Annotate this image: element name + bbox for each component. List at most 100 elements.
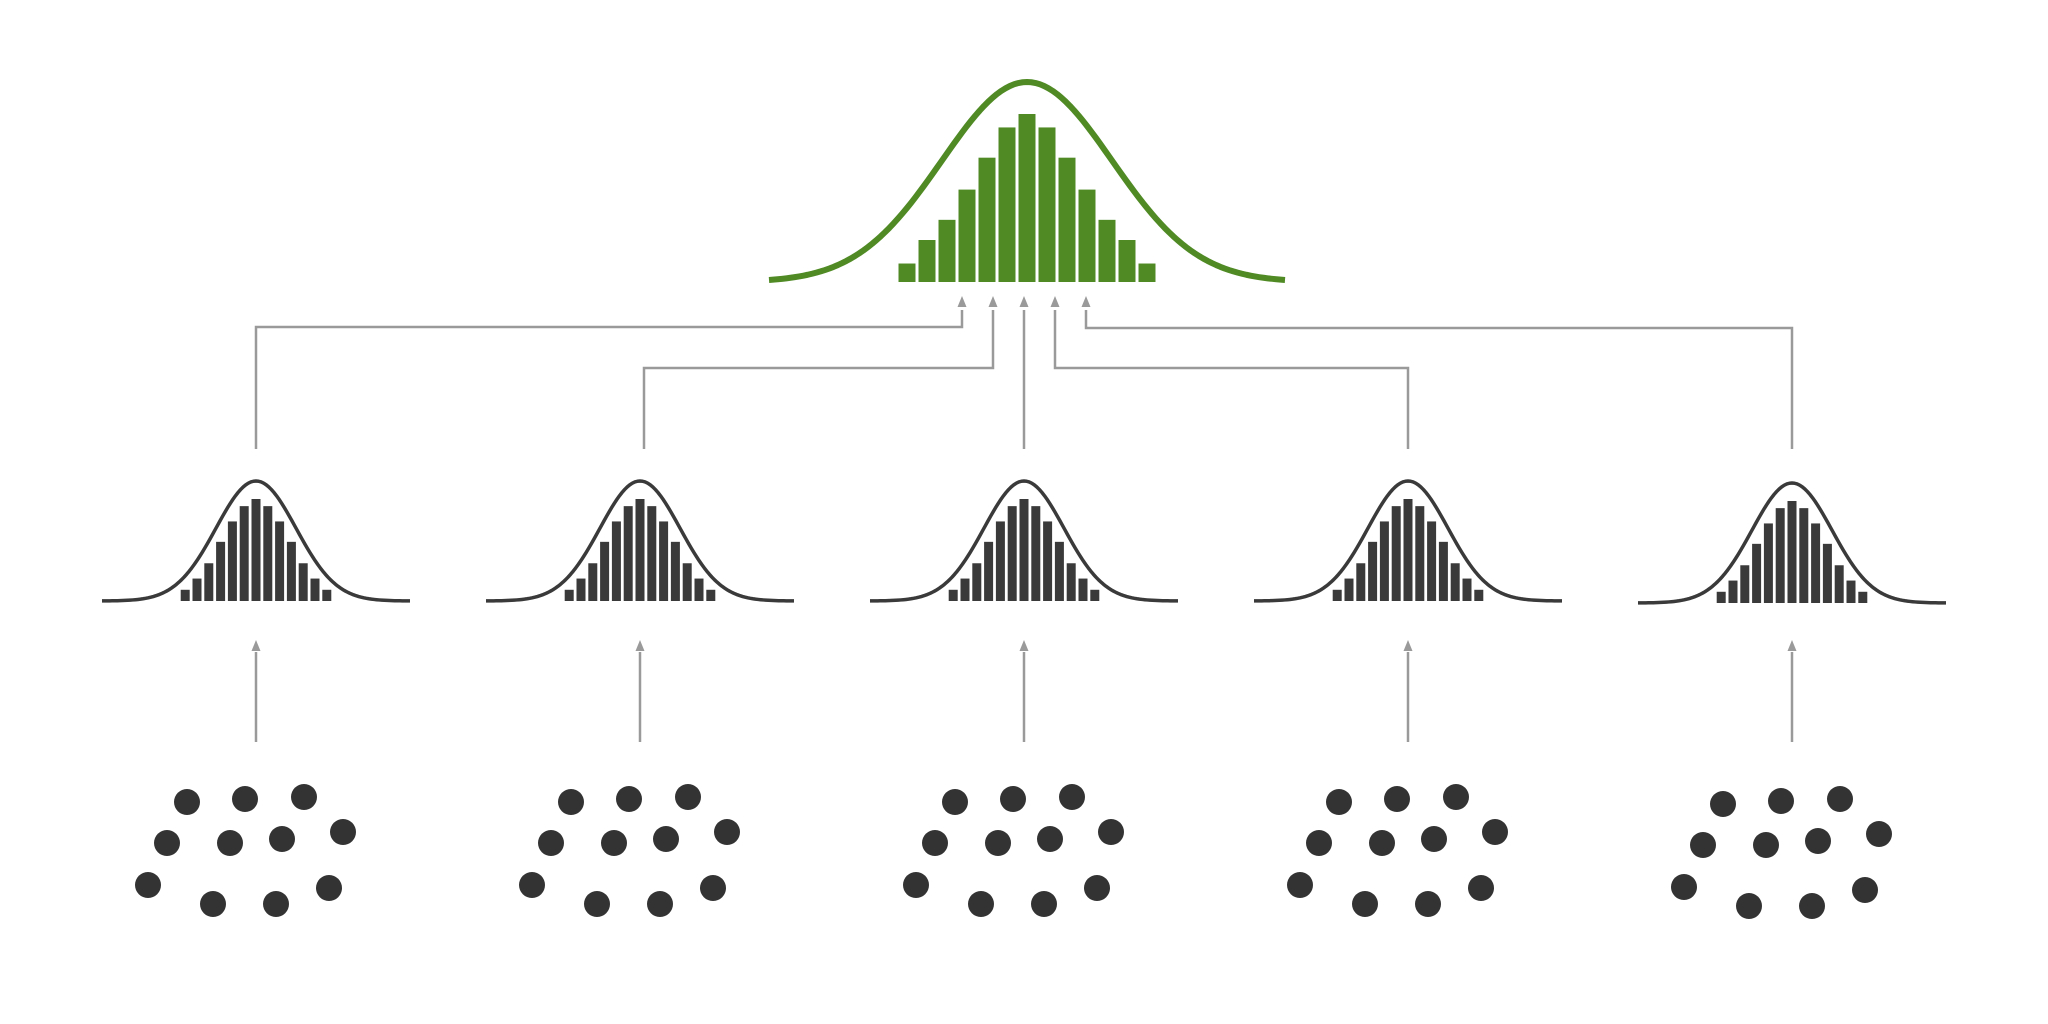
- group-histogram-bar: [1763, 523, 1773, 603]
- group-histogram-bar: [588, 563, 598, 601]
- sample-cluster-5: [1671, 786, 1892, 919]
- group-histogram-bar: [1007, 506, 1017, 601]
- arrowhead-icon: [1081, 296, 1091, 307]
- connector-line: [1053, 310, 1410, 449]
- aggregate-histogram-bar: [1058, 157, 1076, 282]
- sample-dot-icon: [1827, 786, 1853, 812]
- group-distribution-5: [1637, 481, 1947, 605]
- aggregate-histogram-bar: [1098, 219, 1116, 282]
- sample-cluster-2: [519, 784, 740, 917]
- sample-dot-icon: [1326, 789, 1352, 815]
- group-histogram-bar: [1858, 591, 1868, 603]
- aggregate-histogram-bar: [1078, 189, 1096, 282]
- group-histogram-bar: [216, 541, 226, 601]
- aggregate-histogram-bar: [1018, 114, 1036, 282]
- group-distribution-1: [101, 479, 411, 603]
- group-histogram-bar: [682, 563, 692, 601]
- group-histogram-bar: [1438, 541, 1448, 601]
- sample-dot-icon: [291, 784, 317, 810]
- group-histogram-bar: [1427, 521, 1437, 601]
- group-histogram-bar: [1846, 580, 1856, 603]
- group-bell-curve: [869, 479, 1179, 603]
- sample-dot-icon: [647, 891, 673, 917]
- group-histogram-bar: [1834, 565, 1844, 603]
- sample-dot-icon: [1031, 891, 1057, 917]
- group-histogram-bar: [1356, 563, 1366, 601]
- group-histogram-bar: [1031, 506, 1041, 601]
- group-histogram-bar: [204, 563, 214, 601]
- group-histogram-bar: [298, 563, 308, 601]
- group-histogram-bar: [564, 589, 574, 601]
- sample-dot-icon: [714, 819, 740, 845]
- sample-dot-icon: [1852, 877, 1878, 903]
- group-histogram-bar: [286, 541, 296, 601]
- aggregate-distribution: [768, 79, 1286, 283]
- sample-dot-icon: [1384, 786, 1410, 812]
- group-histogram-bar: [635, 499, 645, 601]
- sample-dot-icon: [200, 891, 226, 917]
- group-histogram-bar: [1728, 580, 1738, 603]
- group-histogram-bar: [1811, 523, 1821, 603]
- sample-dot-icon: [1059, 784, 1085, 810]
- sample-dot-icon: [968, 891, 994, 917]
- group-histogram-bar: [1752, 543, 1762, 603]
- group-distribution-4: [1253, 479, 1563, 603]
- sample-dot-icon: [316, 875, 342, 901]
- sample-dot-icon: [1690, 832, 1716, 858]
- sample-dot-icon: [601, 830, 627, 856]
- sample-dot-icon: [1482, 819, 1508, 845]
- group-histogram-bar: [647, 506, 657, 601]
- aggregate-histogram-bar: [1138, 263, 1156, 282]
- aggregate-histogram-bar: [978, 157, 996, 282]
- sample-dot-icon: [174, 789, 200, 815]
- sample-dot-icon: [1352, 891, 1378, 917]
- group-histogram-bar: [1415, 506, 1425, 601]
- arrowhead-icon: [1787, 640, 1797, 651]
- sample-dot-icon: [1768, 788, 1794, 814]
- group-histogram-bar: [1822, 543, 1832, 603]
- sample-dot-icon: [1421, 826, 1447, 852]
- sample-dot-icon: [903, 872, 929, 898]
- arrowhead-icon: [635, 640, 645, 651]
- group-histogram-bar: [1332, 589, 1342, 601]
- arrowhead-icon: [1019, 296, 1029, 307]
- group-histogram-bar: [1462, 578, 1472, 601]
- group-histogram-bar: [1043, 521, 1053, 601]
- aggregate-bell-curve: [768, 79, 1286, 283]
- sample-cluster-3: [903, 784, 1124, 917]
- connector-line: [254, 310, 964, 449]
- group-histogram-bar: [180, 589, 190, 601]
- group-histogram-bar: [1799, 508, 1809, 603]
- group-histogram-bar: [995, 521, 1005, 601]
- group-histogram-bar: [1090, 589, 1100, 601]
- sample-dot-icon: [1369, 830, 1395, 856]
- group-histogram-bar: [192, 578, 202, 601]
- sample-clusters: [135, 784, 1892, 919]
- connectors-layer: [251, 296, 1797, 742]
- group-histogram-bar: [275, 521, 285, 601]
- sample-dot-icon: [1805, 828, 1831, 854]
- sample-dot-icon: [1415, 891, 1441, 917]
- group-histogram-bar: [1740, 565, 1750, 603]
- group-histogram-bar: [611, 521, 621, 601]
- group-histogram-bar: [1066, 563, 1076, 601]
- sample-dot-icon: [922, 830, 948, 856]
- group-bell-curve: [485, 479, 795, 603]
- aggregate-histogram-bar: [998, 127, 1016, 282]
- sample-dot-icon: [263, 891, 289, 917]
- group-histogram-bar: [1775, 508, 1785, 603]
- group-histogram-bar: [706, 589, 716, 601]
- group-histogram-bar: [1474, 589, 1484, 601]
- group-histogram-bar: [263, 506, 273, 601]
- sample-dot-icon: [1866, 821, 1892, 847]
- group-histogram-bar: [1391, 506, 1401, 601]
- group-histogram-bar: [1403, 499, 1413, 601]
- sample-dot-icon: [1037, 826, 1063, 852]
- group-bell-curve: [1253, 479, 1563, 603]
- sample-dot-icon: [1671, 874, 1697, 900]
- group-bell-curve: [1637, 481, 1947, 605]
- group-distribution-2: [485, 479, 795, 603]
- sample-dot-icon: [1084, 875, 1110, 901]
- group-histogram-bar: [960, 578, 970, 601]
